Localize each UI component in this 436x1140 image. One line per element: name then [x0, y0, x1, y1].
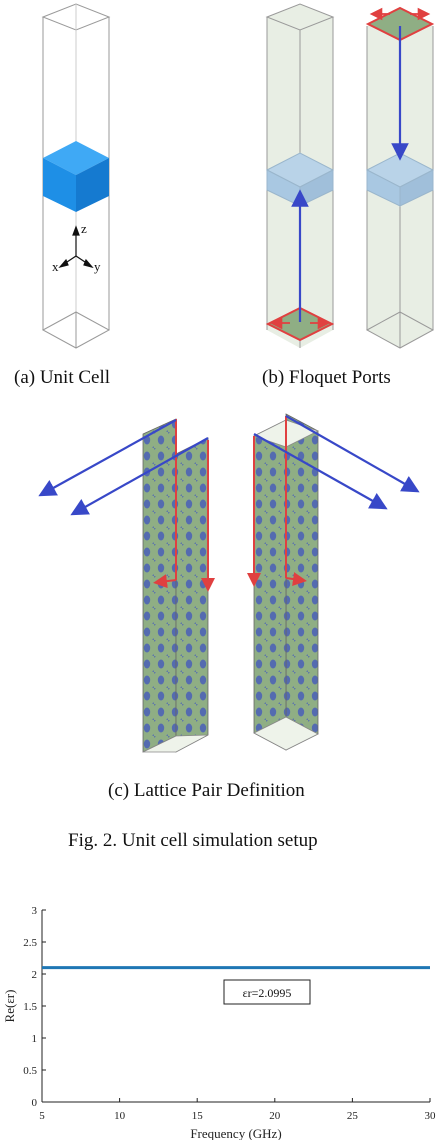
axis-label-y: y — [94, 259, 101, 274]
x-axis-label: Frequency (GHz) — [190, 1126, 281, 1140]
x-tick-label: 25 — [347, 1110, 359, 1122]
x-tick-label: 10 — [114, 1110, 126, 1122]
x-tick-label: 15 — [192, 1110, 204, 1122]
x-tick-label: 5 — [39, 1110, 45, 1122]
y-axis-label: Re(εr) — [2, 990, 17, 1023]
x-tick-label: 30 — [425, 1110, 436, 1122]
lattice-pair-right — [247, 413, 420, 751]
axes-triad — [58, 225, 94, 269]
axis-label-x: x — [52, 259, 59, 274]
y-tick-label: 0.5 — [23, 1065, 37, 1077]
y-tick-label: 0 — [32, 1097, 38, 1109]
annotation-label: εr=2.0995 — [243, 986, 292, 1000]
axis-label-z: z — [81, 221, 87, 236]
caption-floquet-ports: (b) Floquet Ports — [262, 367, 391, 388]
x-tick-label: 20 — [269, 1110, 281, 1122]
floquet-box-left — [265, 3, 335, 348]
caption-lattice-pair: (c) Lattice Pair Definition — [108, 780, 305, 801]
y-tick-label: 1 — [32, 1033, 38, 1045]
lattice-pair-left — [38, 418, 215, 753]
floquet-port-1 — [265, 306, 335, 342]
dielectric-cube — [43, 141, 109, 212]
annotation-box — [223, 979, 311, 1005]
y-tick-label: 2 — [32, 969, 38, 981]
y-tick-label: 2.5 — [23, 937, 37, 949]
y-tick-label: 3 — [32, 905, 38, 917]
y-tick-label: 1.5 — [23, 1001, 37, 1013]
figure-caption: Fig. 2. Unit cell simulation setup — [68, 830, 318, 851]
floquet-box-right — [365, 6, 435, 349]
caption-unit-cell: (a) Unit Cell — [14, 367, 111, 388]
